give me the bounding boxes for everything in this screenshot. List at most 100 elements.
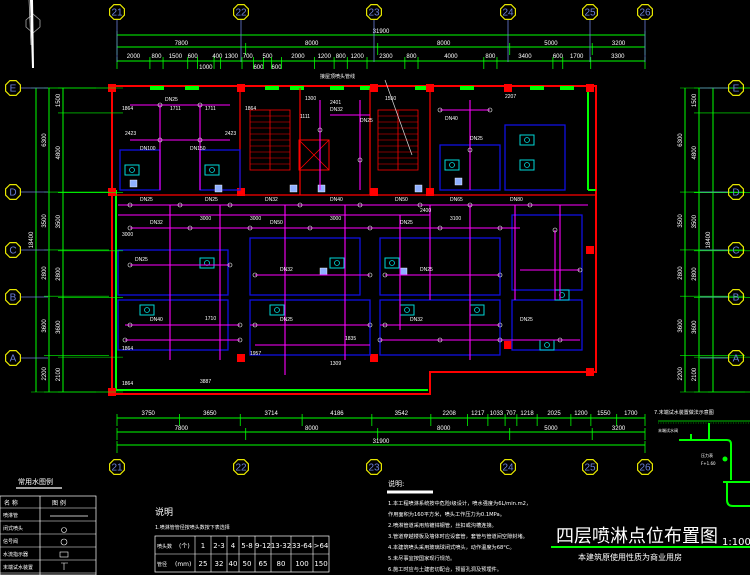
sanitary-fixture-bowl bbox=[449, 162, 455, 168]
room-dimension: 1309 bbox=[330, 361, 341, 367]
sprinkler-head bbox=[467, 202, 473, 208]
dimension-value: 800 bbox=[151, 54, 162, 60]
grid-label: E bbox=[10, 84, 17, 95]
flow-indicator-icon bbox=[59, 551, 69, 558]
column bbox=[108, 188, 116, 196]
drain-riser bbox=[129, 179, 138, 188]
dimension-value: 2100 bbox=[56, 367, 62, 381]
sprinkler-head bbox=[417, 202, 423, 208]
grid-label: C bbox=[732, 246, 739, 257]
grid-bubble-outline bbox=[727, 184, 745, 200]
pipe-diameter-cell: 25 bbox=[199, 560, 208, 568]
grid-bubble: A bbox=[727, 350, 745, 366]
room-partition bbox=[199, 149, 241, 191]
grid-bubble: 23 bbox=[366, 459, 382, 475]
legend-item-name: 喷淋管 bbox=[3, 512, 18, 519]
dimension-value: 3650 bbox=[203, 411, 217, 417]
pipe-diameter-cell: 65 bbox=[259, 560, 268, 568]
sanitary-fixture bbox=[139, 304, 155, 316]
legend-item-name: 末端试水装置 bbox=[3, 564, 33, 571]
pipe-size-label: DN32 bbox=[410, 317, 423, 323]
sprinkler-head bbox=[197, 102, 203, 108]
sprinkler-head bbox=[122, 337, 128, 343]
room-dimension: 3100 bbox=[450, 216, 461, 222]
grid-bubble-outline bbox=[4, 350, 21, 366]
drawing-subtitle: 本建筑原使用性质为商业用房 bbox=[578, 552, 682, 562]
grid-label: 23 bbox=[368, 463, 380, 474]
column bbox=[586, 246, 594, 254]
dimension-value: 4000 bbox=[444, 54, 458, 60]
dimension-value: 2208 bbox=[443, 411, 457, 417]
room-partition bbox=[249, 299, 371, 356]
dimension-value: 700 bbox=[243, 54, 254, 60]
grid-bubble: D bbox=[4, 184, 21, 200]
pipe-size-label: DN32 bbox=[150, 220, 163, 226]
row-unit-count: (个) bbox=[179, 543, 190, 550]
sanitary-fixture-bowl bbox=[334, 260, 340, 266]
column bbox=[370, 84, 378, 92]
column bbox=[237, 188, 245, 196]
sprinkler-head bbox=[317, 127, 323, 133]
grid-label: D bbox=[9, 188, 16, 199]
grid-bubble-outline bbox=[636, 3, 654, 20]
room-dimension: 1550 bbox=[385, 96, 396, 102]
room-partition bbox=[249, 237, 361, 296]
sprinkler-head bbox=[367, 272, 373, 278]
sanitary-fixture bbox=[384, 257, 400, 269]
pipe-table-title: 说明 bbox=[155, 506, 173, 518]
dimension-value: 1217 bbox=[471, 411, 485, 417]
drain-riser bbox=[454, 177, 463, 186]
dimension-value: 3600 bbox=[56, 320, 62, 334]
sprinkler-head bbox=[237, 337, 243, 343]
sprinkler-head bbox=[357, 157, 363, 163]
sprinkler-head bbox=[307, 225, 313, 231]
sanitary-fixture bbox=[539, 339, 555, 351]
grid-bubble-outline bbox=[727, 242, 745, 258]
dimension-value: 5000 bbox=[544, 426, 558, 432]
sprinkler-head bbox=[177, 202, 183, 208]
pipe-size-label: DN32 bbox=[330, 107, 343, 113]
dimension-value: 800 bbox=[406, 54, 417, 60]
note-line: 作用面积为160平方米，喷头工作压力为0.1MPa。 bbox=[388, 510, 505, 518]
dimension-value: 800 bbox=[485, 54, 496, 60]
grid-label: A bbox=[10, 354, 17, 365]
dimension-value: 8000 bbox=[305, 41, 319, 47]
dimension-value: 2800 bbox=[692, 267, 698, 281]
dimension-value: 8000 bbox=[437, 426, 451, 432]
sanitary-fixture bbox=[444, 159, 460, 171]
sprinkler-head bbox=[377, 337, 383, 343]
legend-item-name: 水流指示器 bbox=[3, 551, 28, 558]
interior-wall bbox=[112, 88, 596, 196]
dimension-value: 2800 bbox=[56, 267, 62, 281]
detail-label-valve: 末端试水阀 bbox=[658, 427, 678, 433]
pipe-size-label: DN50 bbox=[270, 220, 283, 226]
sprinkler-head bbox=[577, 267, 583, 273]
column bbox=[370, 354, 378, 362]
dimension-value: 500 bbox=[262, 54, 273, 60]
sprinkler-head bbox=[237, 322, 243, 328]
grid-bubble: C bbox=[727, 242, 745, 258]
head-count-cell: 33-64 bbox=[292, 542, 313, 550]
room-partition bbox=[379, 299, 501, 356]
detail-label-elev: F+1.60 bbox=[701, 461, 716, 466]
column bbox=[586, 368, 594, 376]
note-line: 6.施工时应与土建密切配合，预留孔洞及预埋件。 bbox=[388, 565, 502, 573]
dimension-value: 1200 bbox=[318, 54, 332, 60]
dimension-value: 31900 bbox=[373, 29, 390, 35]
dimension-value: 6300 bbox=[42, 133, 48, 147]
pipe-size-label: DN25 bbox=[360, 118, 373, 124]
grid-label: 25 bbox=[584, 8, 596, 19]
pipe-size-label: DN40 bbox=[150, 317, 163, 323]
pipe-size-label: DN25 bbox=[520, 317, 533, 323]
grid-bubble-outline bbox=[4, 242, 21, 258]
grid-bubble-outline bbox=[727, 79, 745, 97]
grid-bubble-outline bbox=[366, 3, 382, 20]
sprinkler-head bbox=[497, 322, 503, 328]
head-count-cell: >64 bbox=[314, 542, 329, 550]
dimension-value: 1700 bbox=[624, 411, 638, 417]
window bbox=[265, 86, 279, 90]
grid-bubble-outline bbox=[108, 459, 126, 475]
note-line: 5.未尽事宜按国家现行规范。 bbox=[388, 554, 455, 562]
